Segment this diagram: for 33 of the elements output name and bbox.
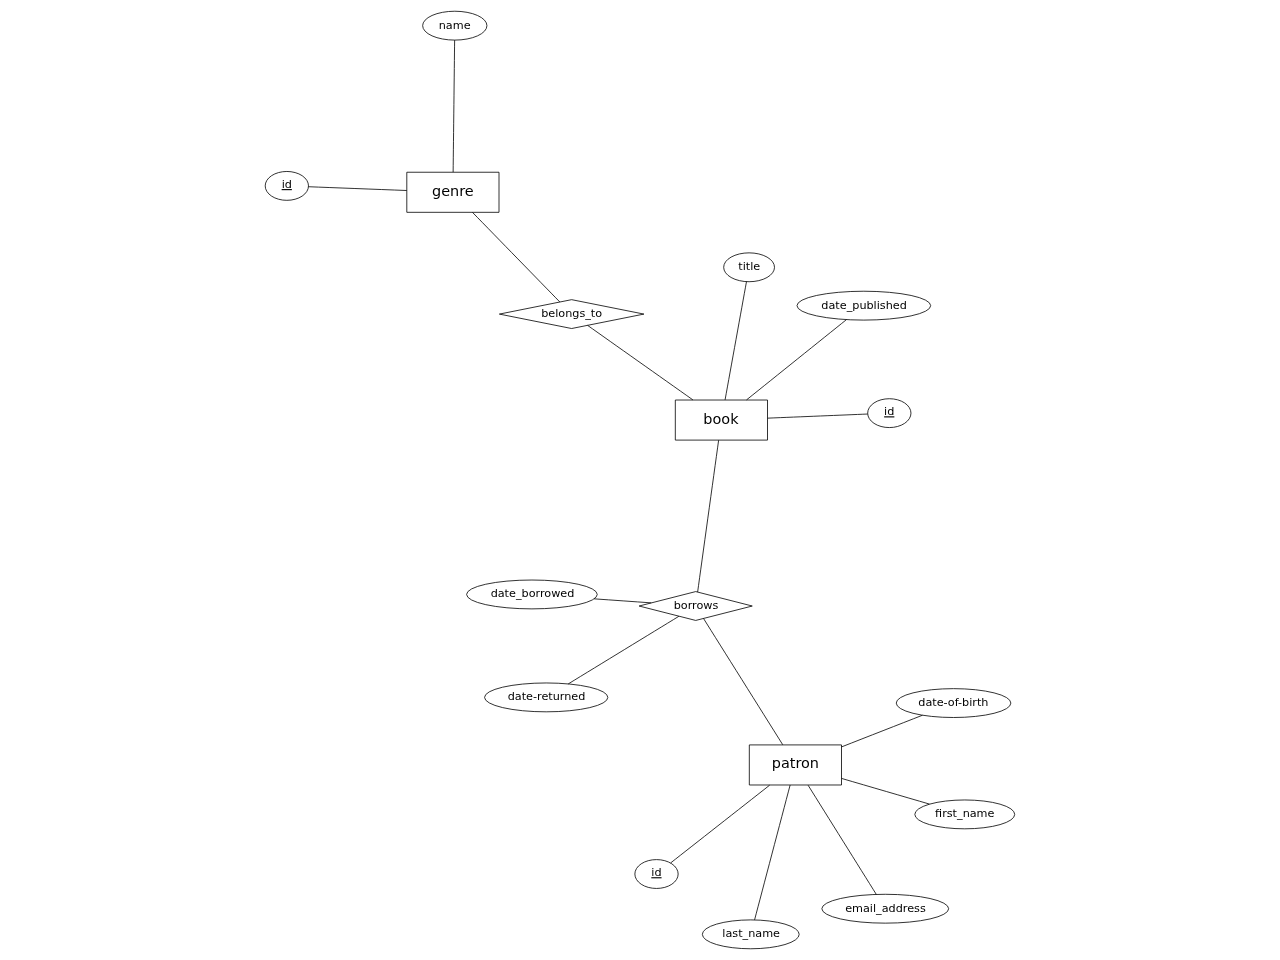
connector xyxy=(746,319,847,401)
connector xyxy=(593,598,652,604)
node-ellipse: date_published xyxy=(796,290,932,321)
node-ellipse: date-returned xyxy=(484,682,609,713)
connector xyxy=(452,39,456,173)
node-ellipse: name xyxy=(422,10,488,41)
node-ellipse: id xyxy=(264,171,309,201)
node-box: book xyxy=(674,399,768,441)
node-diamond: borrows xyxy=(638,591,753,621)
connector xyxy=(472,212,561,303)
connector xyxy=(754,784,791,921)
node-ellipse: date-of-birth xyxy=(895,688,1012,718)
node-ellipse: email_address xyxy=(821,893,950,924)
connector xyxy=(670,784,770,864)
node-box: genre xyxy=(406,171,500,213)
connector xyxy=(697,439,719,593)
connector xyxy=(724,281,747,401)
node-ellipse: id xyxy=(867,398,912,428)
connector xyxy=(767,413,869,419)
node-ellipse: first_name xyxy=(914,799,1016,830)
node-diamond: belongs_to xyxy=(498,299,645,329)
node-ellipse: last_name xyxy=(701,919,800,950)
connector xyxy=(308,186,408,191)
connector xyxy=(807,784,877,895)
connector xyxy=(841,714,923,748)
node-ellipse: title xyxy=(723,252,775,283)
connector xyxy=(587,325,694,401)
node-ellipse: date_borrowed xyxy=(466,579,598,610)
node-ellipse: id xyxy=(634,859,679,889)
connector xyxy=(703,618,784,746)
connector xyxy=(841,778,930,805)
connector xyxy=(567,615,680,685)
node-box: patron xyxy=(748,744,842,786)
